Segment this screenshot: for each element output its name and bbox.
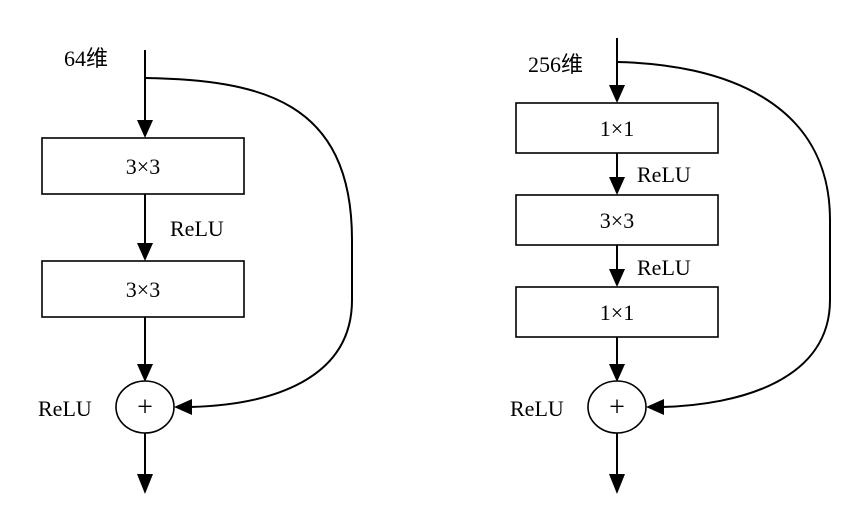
- right-layer2-label: 3×3: [600, 208, 634, 233]
- left-layer1-box: [41, 137, 245, 195]
- left-output-arrow: [137, 474, 153, 494]
- right-arrow-to-layer1: [609, 85, 625, 103]
- left-input-label: 64维: [64, 46, 108, 71]
- right-arrow-to-add: [609, 364, 625, 382]
- right-residual-block: 256维 1×1 ReLU 3×3 ReLU 1×1 + ReLU: [510, 38, 831, 494]
- right-layer1-box: [515, 102, 719, 154]
- left-skip-arrowhead: [174, 399, 192, 415]
- right-layer1-label: 1×1: [600, 116, 634, 141]
- left-layer1-label: 3×3: [126, 154, 160, 179]
- right-relu-out-label: ReLU: [510, 396, 564, 421]
- right-add-symbol: +: [609, 392, 625, 423]
- left-layer2-box: [41, 260, 245, 318]
- right-skip-arrowhead: [646, 399, 664, 415]
- right-relu-1-label: ReLU: [637, 162, 691, 187]
- right-layer3-box: [515, 286, 719, 338]
- left-relu-mid-label: ReLU: [170, 216, 224, 241]
- right-arrow-to-layer3: [609, 269, 625, 287]
- left-residual-block: 64维 3×3 ReLU 3×3 + ReLU: [38, 46, 353, 494]
- left-skip-connection: [144, 77, 353, 408]
- right-input-label: 256维: [528, 52, 583, 77]
- left-arrow-to-add: [137, 364, 153, 382]
- right-output-arrow: [609, 474, 625, 494]
- right-relu-2-label: ReLU: [637, 255, 691, 280]
- left-layer2-label: 3×3: [126, 277, 160, 302]
- right-skip-connection: [616, 61, 831, 408]
- right-layer3-label: 1×1: [600, 300, 634, 325]
- left-arrow-to-layer1: [137, 120, 153, 138]
- left-add-symbol: +: [137, 392, 153, 423]
- left-arrow-to-layer2: [137, 243, 153, 261]
- left-relu-out-label: ReLU: [38, 396, 92, 421]
- right-arrow-to-layer2: [609, 177, 625, 195]
